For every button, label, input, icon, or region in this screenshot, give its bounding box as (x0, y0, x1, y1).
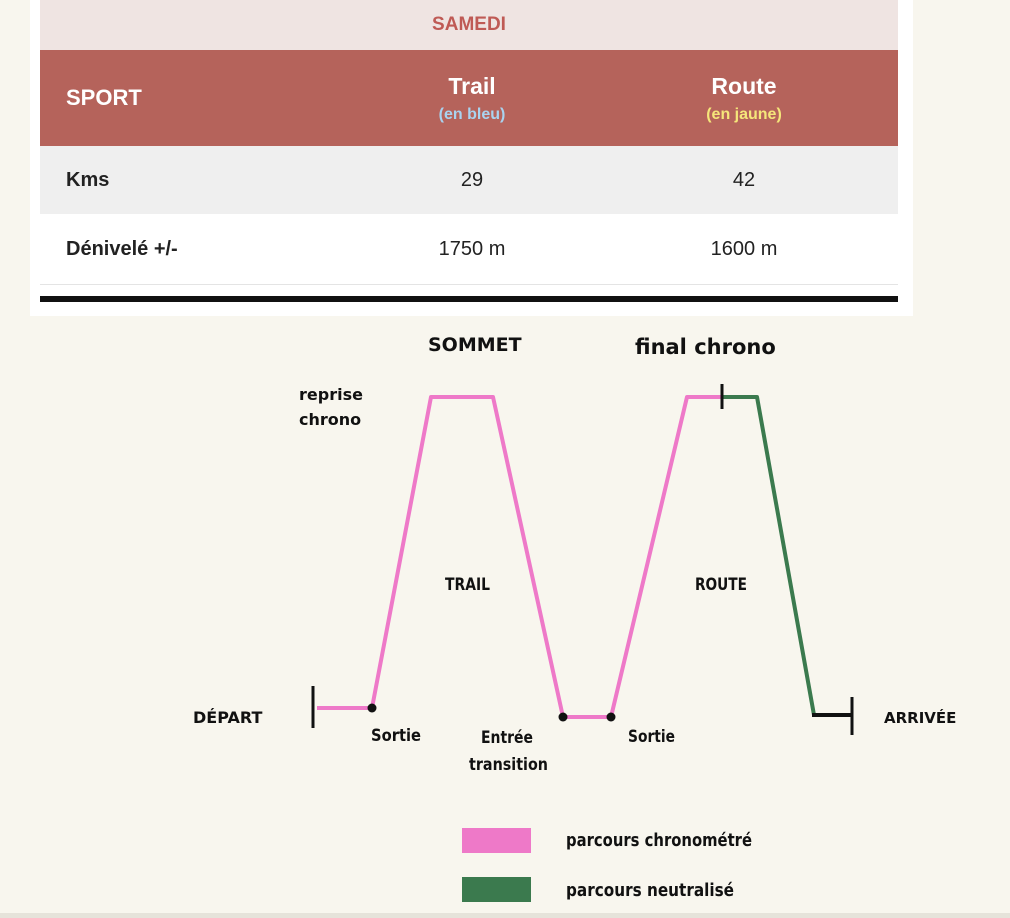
legend-swatch-timed (462, 828, 531, 853)
entree-transition-label-line1: Entrée (481, 728, 533, 748)
trail-subtitle: (en bleu) (438, 105, 506, 123)
results-card: SAMEDI SPORT Trail (en bleu) Route (en j… (30, 0, 913, 316)
sortie-dot (367, 703, 377, 713)
sortie-label: Sortie (628, 727, 675, 747)
table-row: Dénivelé +/- 1750 m 1600 m (40, 214, 898, 285)
sport-column-header: SPORT (66, 85, 142, 110)
trail-title: Trail (448, 72, 496, 99)
neutralized-route-path (722, 395, 816, 716)
bottom-border (0, 913, 1010, 918)
arrivee-label: ARRIVÉE (884, 708, 956, 727)
trail-value: 1750 m (438, 237, 506, 260)
reprise-chrono-label-line2: chrono (299, 410, 361, 429)
legend-label-timed: parcours chronométré (566, 830, 752, 851)
timed-route-path (317, 395, 722, 719)
row-label: Dénivelé +/- (66, 237, 178, 260)
route-subtitle: (en jaune) (706, 105, 782, 123)
day-header: SAMEDI (40, 0, 898, 50)
trail-value: 29 (460, 168, 484, 191)
reprise-chrono-label-line1: reprise (299, 385, 363, 404)
entree-transition-dot (558, 712, 568, 722)
route-title: Route (711, 72, 777, 99)
route-value: 42 (732, 168, 756, 191)
route-value: 1600 m (710, 237, 778, 260)
trail-column-header: Trail (en bleu) (362, 50, 582, 146)
divider (40, 296, 898, 302)
route-segment-label: ROUTE (695, 575, 747, 595)
trail-segment-label: TRAIL (445, 575, 490, 595)
route-column-header: Route (en jaune) (634, 50, 854, 146)
table-header-row: SPORT Trail (en bleu) Route (en jaune) (40, 50, 898, 146)
depart-label: DÉPART (193, 708, 262, 727)
row-label: Kms (66, 168, 110, 191)
sortie-label: Sortie (371, 726, 421, 746)
legend-swatch-neutralized (462, 877, 531, 902)
sommet-label: SOMMET (428, 334, 522, 356)
sortie-dot (606, 712, 616, 722)
legend-label-neutralized: parcours neutralisé (566, 880, 734, 901)
final-chrono-label: final chrono (635, 335, 776, 359)
entree-transition-label-line2: transition (469, 755, 548, 775)
